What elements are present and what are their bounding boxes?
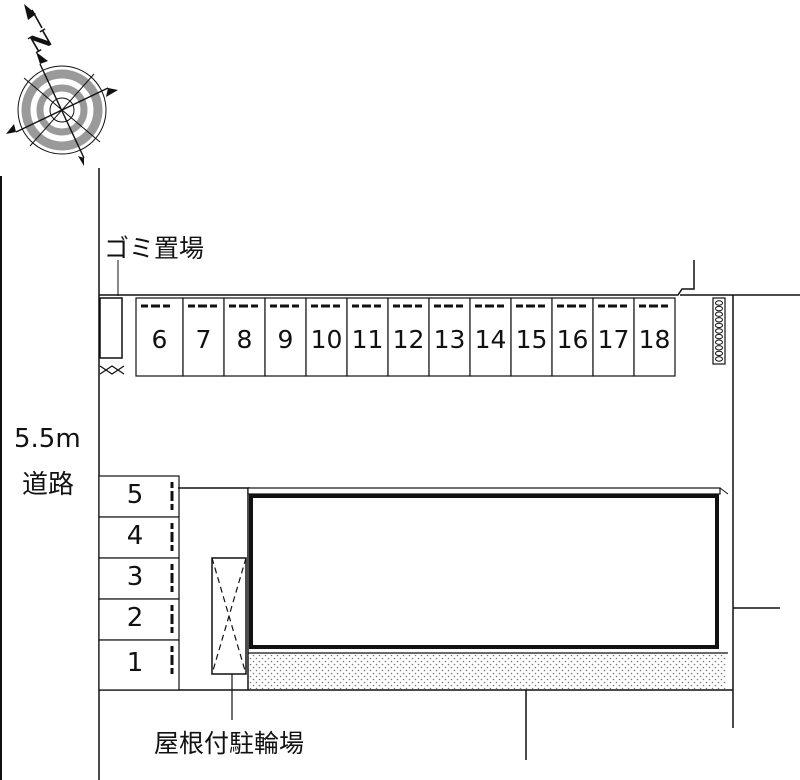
bicycle-parking-label: 屋根付駐輪場 [154,729,305,758]
parking-number-15: 15 [515,325,548,354]
parking-row-top [135,297,676,377]
parking-number-10: 10 [310,325,343,354]
parking-space-13 [428,297,471,377]
garbage-label: ゴミ置場 [104,234,205,263]
building [178,487,729,690]
parking-number-2: 2 [126,602,144,633]
parking-space-9 [264,297,307,377]
parking-number-13: 13 [433,325,466,354]
road-width-label: 5.5m [14,424,81,454]
parking-number-5: 5 [126,479,144,510]
parking-number-9: 9 [277,325,294,354]
parking-space-15 [510,297,553,377]
parking-space-17 [592,297,635,377]
parking-number-16: 16 [556,325,589,354]
parking-number-1: 1 [126,648,144,678]
parking-number-17: 17 [597,325,630,354]
utility-column [712,297,726,365]
parking-space-4 [98,516,180,559]
parking-space-8 [223,297,266,377]
garbage-area [99,297,123,359]
bicycle-parking-area [211,557,247,720]
road-label: 道路 [22,470,75,500]
parking-space-7 [182,297,225,377]
parking-number-4: 4 [126,520,144,551]
hatched-area [248,655,726,690]
parking-number-14: 14 [474,325,507,354]
parking-space-16 [551,297,594,377]
parking-space-11 [346,297,389,377]
property-boundary-top [99,260,695,296]
parking-number-7: 7 [195,325,212,354]
parking-space-10 [305,297,348,377]
parking-number-8: 8 [236,325,253,354]
parking-space-1 [98,639,180,691]
parking-number-18: 18 [638,325,671,354]
parking-number-11: 11 [351,325,384,354]
parking-space-14 [469,297,512,377]
parking-row-left [98,475,180,691]
parking-space-12 [387,297,430,377]
parking-number-3: 3 [126,561,144,592]
compass-rose-icon [6,4,118,166]
parking-number-6: 6 [151,325,168,354]
parking-number-12: 12 [392,325,425,354]
compass-north-label: N [24,23,57,59]
parking-space-18 [633,297,676,377]
